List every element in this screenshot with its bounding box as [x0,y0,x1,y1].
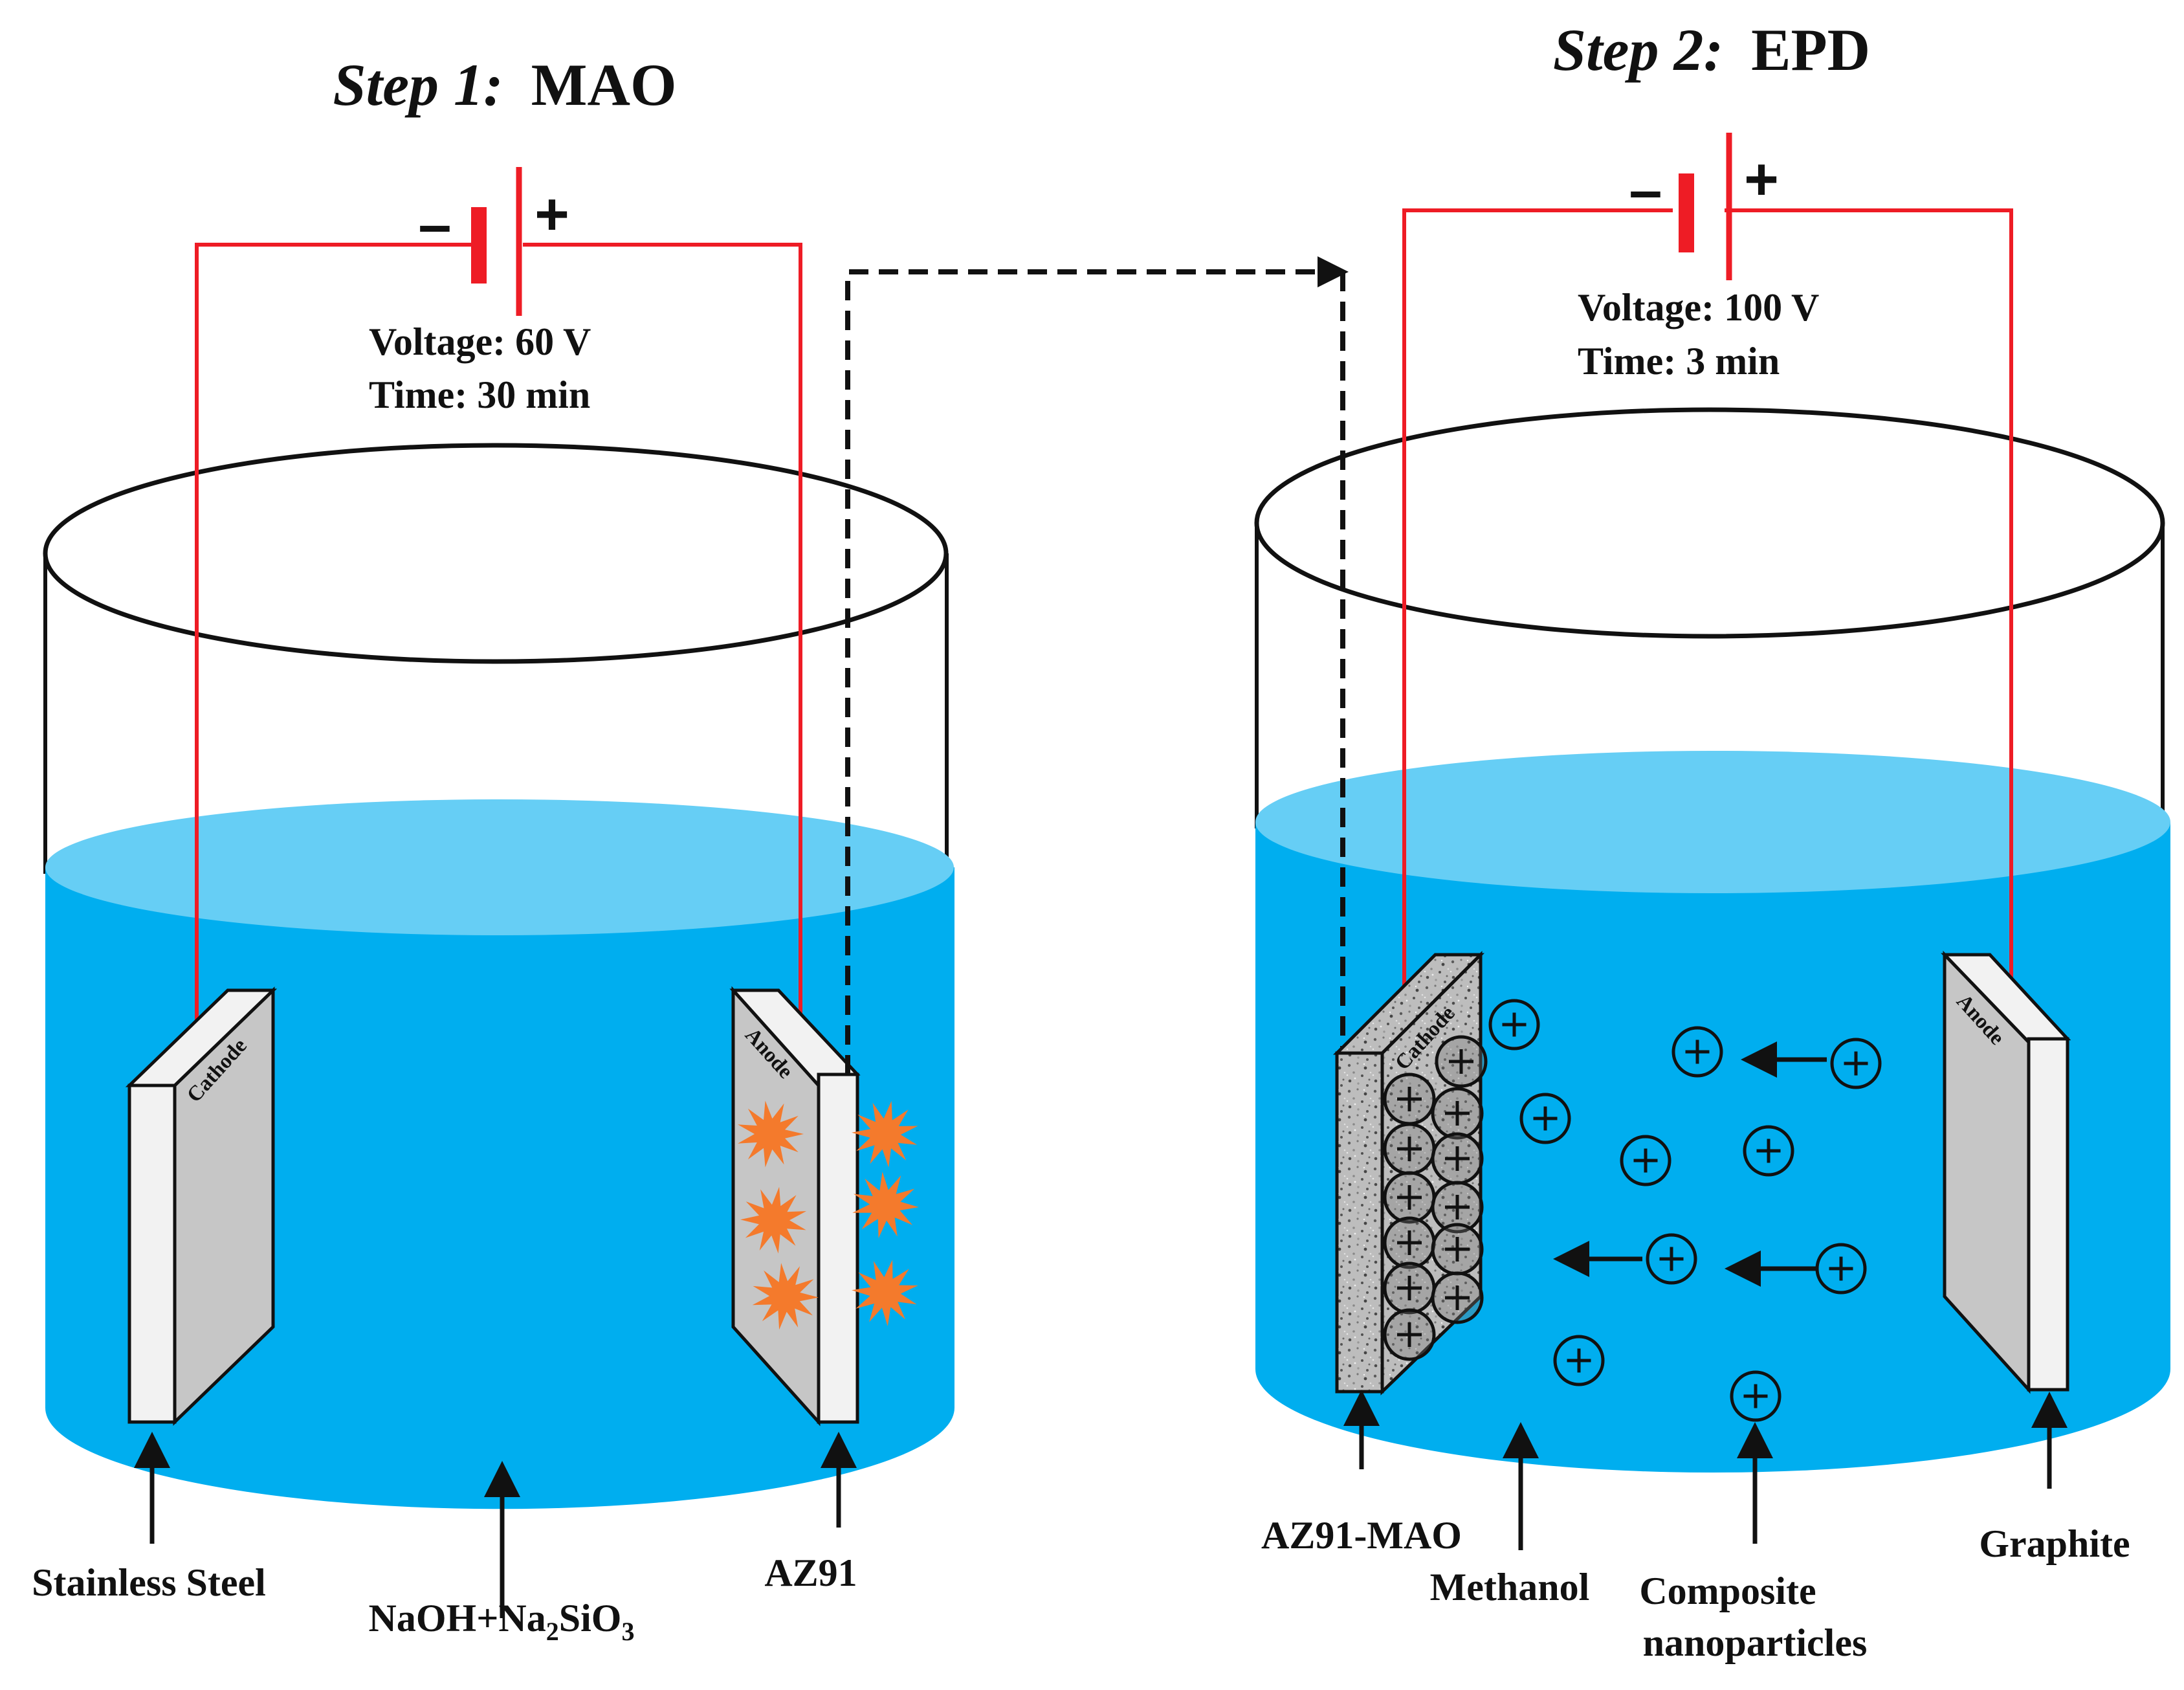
spark-burst [740,1186,807,1254]
step2-deposited-particles [1383,1035,1488,1361]
nanoparticle [1435,1035,1488,1088]
step1-label-stainless-steel: Stainless Steel [32,1561,266,1604]
nanoparticle [1431,1087,1484,1140]
nanoparticle [1730,1370,1781,1422]
nanoparticle [1553,1335,1605,1386]
nanoparticle [1646,1233,1697,1285]
step1-time: Time: 30 min [369,373,590,416]
step2-battery-negative: – [1629,157,1662,223]
beaker1-rim [43,443,949,664]
step2-title-name: EPD [1751,17,1870,83]
nanoparticle [1383,1262,1436,1315]
nanoparticle [1383,1122,1436,1175]
step1-wire-anode [523,243,802,1062]
nanoparticle [1519,1093,1571,1144]
step1-title: Step 1: MAO [333,52,676,118]
step2-title-prefix: Step 2: [1553,17,1723,83]
nanoparticle [1671,1026,1723,1078]
step1-label-az91: AZ91 [764,1551,857,1594]
nanoparticle [1431,1132,1484,1185]
step1-title-name: MAO [531,52,677,118]
step2-title: Step 2: EPD [1553,17,1870,83]
step2-voltage: Voltage: 100 V [1578,286,1819,329]
step2-label-graphite: Graphite [1979,1522,2130,1565]
step1-cathode-electrode: Cathode [125,986,278,1426]
nanoparticle [1620,1135,1671,1186]
step2-battery: – + [1629,133,1779,280]
step1-battery-positive: + [535,181,569,247]
step1-wire-cathode [195,243,474,1038]
nanoparticle [1830,1038,1882,1089]
step2-panel: Step 2: EPD – + Voltage: 100 V Time: 3 m… [1254,17,2170,1664]
spark-burst [852,1172,919,1238]
nanoparticle [1743,1125,1794,1177]
step2-time: Time: 3 min [1578,340,1780,383]
spark-burst [738,1100,804,1168]
step1-voltage: Voltage: 60 V [369,320,591,363]
beaker2-liquid [1255,751,2170,1473]
step1-battery: – + [418,167,569,316]
step1-battery-negative: – [418,192,451,258]
nanoparticle [1488,999,1540,1051]
step2-free-particles [1488,999,1882,1422]
beaker2-rim [1254,407,2165,639]
step2-label-methanol: Methanol [1430,1566,1590,1608]
step1-panel: Step 1: MAO – + Voltage: 60 V Time: 30 m… [32,52,1349,1646]
step1-title-prefix: Step 1: [333,52,503,118]
nanoparticle [1431,1181,1484,1234]
step2-anode-electrode: Anode [1941,950,2071,1394]
nanoparticle [1383,1308,1436,1361]
step2-cathode-electrode: Cathode [1332,950,1485,1395]
nanoparticle [1815,1243,1867,1295]
spark-burst [852,1100,918,1168]
nanoparticle [1431,1223,1484,1276]
step2-label-composite: Composite [1639,1570,1816,1612]
step2-wire-anode [1725,208,2013,1005]
step2-label-az91-mao: AZ91-MAO [1261,1514,1462,1557]
step2-battery-positive: + [1744,146,1779,212]
nanoparticle [1431,1271,1484,1324]
nanoparticle [1383,1216,1436,1269]
nanoparticle [1383,1073,1436,1126]
spark-burst [852,1260,918,1326]
step2-wire-cathode [1402,208,1673,1005]
spark-burst [752,1263,819,1330]
step1-label-electrolyte: NaOH+Na2SiO3 [369,1597,635,1646]
step1-sparks [738,1100,919,1330]
nanoparticle [1383,1171,1436,1224]
step2-label-nanoparticles: nanoparticles [1643,1621,1868,1664]
